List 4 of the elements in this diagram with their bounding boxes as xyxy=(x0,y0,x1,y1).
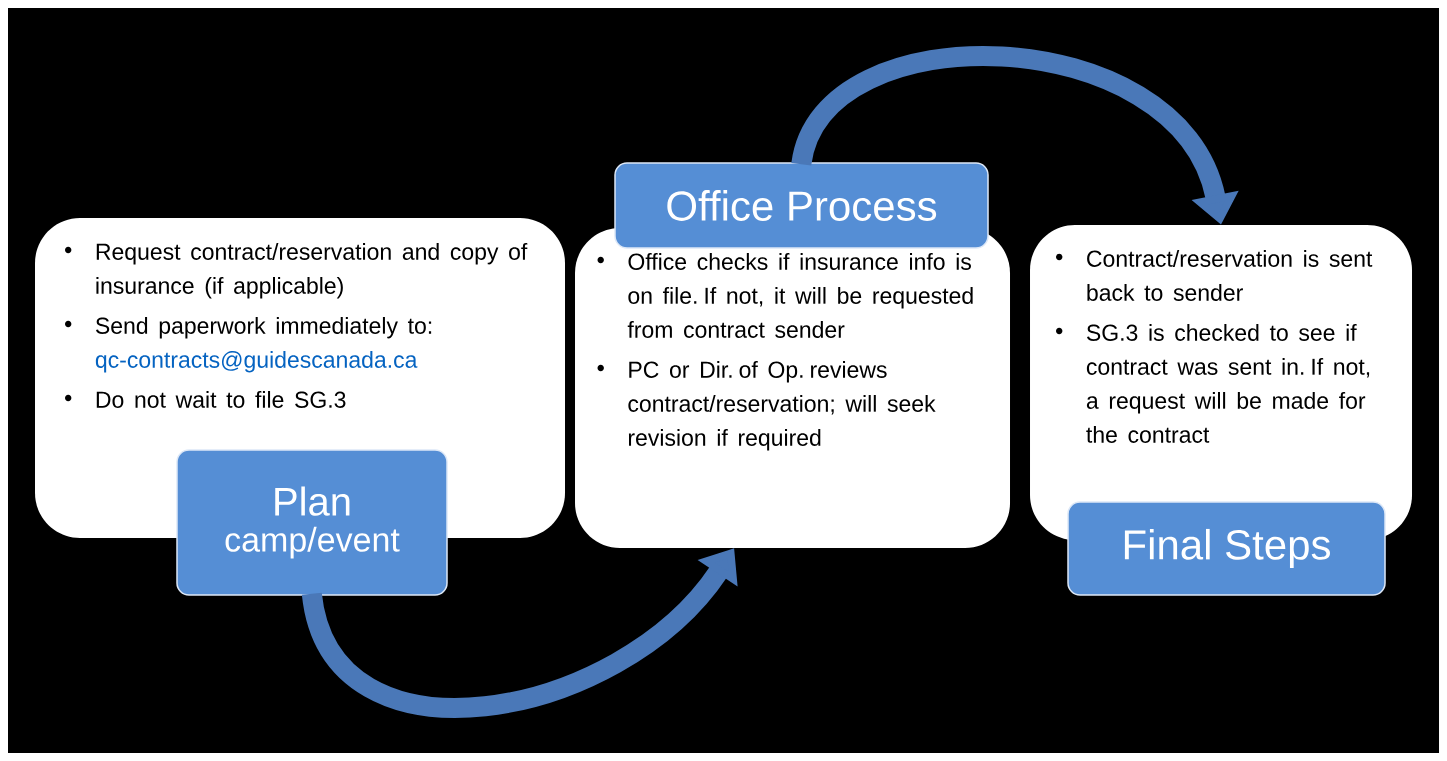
text-card: Office checks if insurance info is on file. If not, it will be requested from contract sender PC or Dir. of Op. reviews contract/reservation; will seek revision if required xyxy=(575,228,1010,548)
title-tab: Office Process xyxy=(614,162,989,249)
title-tab: Final Steps xyxy=(1067,501,1386,596)
title-tab: Plan camp/event xyxy=(176,449,448,596)
